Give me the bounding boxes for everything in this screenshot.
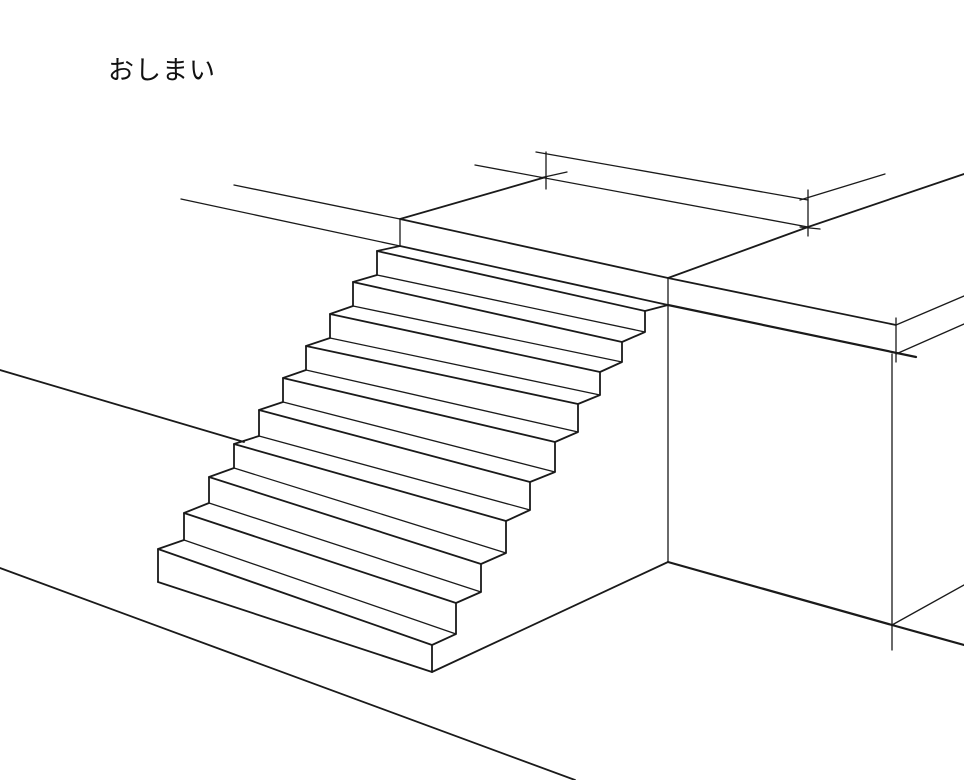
caption-text: おしまい <box>108 56 217 86</box>
stair-side-wall <box>431 561 669 673</box>
ground-lines <box>0 369 576 780</box>
upper-landing <box>180 151 964 306</box>
stair-steps <box>157 245 669 673</box>
right-block <box>666 277 964 651</box>
